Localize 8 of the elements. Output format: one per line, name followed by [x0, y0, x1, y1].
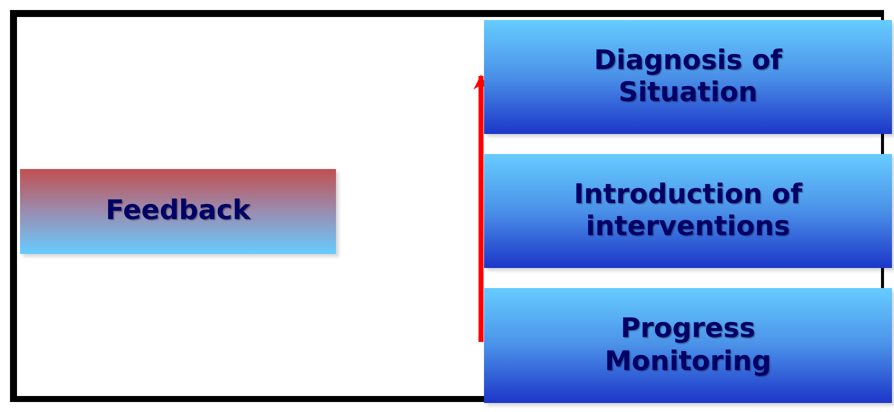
feedback-box — [20, 169, 336, 254]
box-label: Progress Monitoring — [604, 313, 772, 378]
process-box — [484, 154, 892, 268]
box-label: Introduction of interventions — [572, 178, 804, 244]
box-label: Feedback — [106, 195, 250, 228]
box-label: Diagnosis of Situation — [592, 44, 784, 110]
process-box — [484, 288, 892, 403]
process-box — [484, 20, 892, 134]
